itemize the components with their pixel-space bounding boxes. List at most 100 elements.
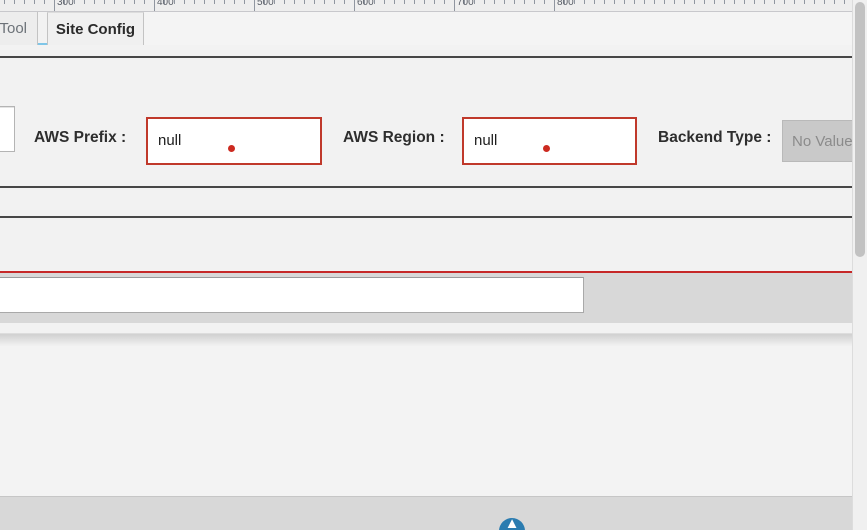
- ruler-minor-tick: [474, 0, 475, 4]
- tab-query-tool-label: y Tool: [0, 20, 27, 37]
- ruler-minor-tick: [124, 0, 125, 4]
- config-form-row: AWS Prefix : null AWS Region : null Back…: [0, 58, 867, 186]
- ruler-minor-tick: [174, 0, 175, 4]
- ruler-minor-tick: [524, 0, 525, 4]
- ruler-minor-tick: [404, 0, 405, 4]
- ruler-minor-tick: [314, 0, 315, 4]
- ruler-minor-tick: [834, 0, 835, 4]
- ruler-minor-tick: [674, 0, 675, 4]
- ruler-label: 400: [157, 0, 174, 8]
- ruler-minor-tick: [484, 0, 485, 4]
- ruler-minor-tick: [374, 0, 375, 4]
- ruler-minor-tick: [564, 0, 565, 4]
- ruler-minor-tick: [794, 0, 795, 4]
- ruler-minor-tick: [104, 0, 105, 4]
- ruler-minor-tick: [134, 0, 135, 4]
- ruler-minor-tick: [734, 0, 735, 4]
- ruler-minor-tick: [294, 0, 295, 4]
- ruler-minor-tick: [264, 0, 265, 4]
- vertical-scrollbar-thumb[interactable]: [855, 2, 865, 257]
- ruler-label: 700: [457, 0, 474, 8]
- left-truncated-input[interactable]: [0, 106, 15, 152]
- ruler-minor-tick: [184, 0, 185, 4]
- up-arrow-glyph: ▲: [504, 518, 520, 530]
- ruler-minor-tick: [324, 0, 325, 4]
- aws-prefix-error-dot: [228, 145, 235, 152]
- aws-region-input[interactable]: null: [462, 117, 637, 165]
- aws-prefix-label: AWS Prefix :: [34, 129, 127, 146]
- ruler-minor-tick: [214, 0, 215, 4]
- ruler-minor-tick: [804, 0, 805, 4]
- ruler-minor-tick: [464, 0, 465, 4]
- tab-site-config-label: Site Config: [55, 20, 136, 38]
- tab-bar: y Tool Site Config: [0, 12, 852, 45]
- ruler-major-tick: [254, 0, 255, 11]
- ruler-minor-tick: [234, 0, 235, 4]
- ruler-minor-tick: [364, 0, 365, 4]
- vertical-scrollbar[interactable]: [852, 0, 867, 530]
- ruler-major-tick: [354, 0, 355, 11]
- ruler-minor-tick: [714, 0, 715, 4]
- ruler-minor-tick: [774, 0, 775, 4]
- ruler-minor-tick: [684, 0, 685, 4]
- ruler-minor-tick: [614, 0, 615, 4]
- tab-site-config[interactable]: Site Config: [47, 12, 144, 45]
- status-bar: [0, 496, 867, 530]
- ruler-minor-tick: [244, 0, 245, 4]
- ruler-minor-tick: [164, 0, 165, 4]
- ruler-minor-tick: [434, 0, 435, 4]
- ruler-minor-tick: [844, 0, 845, 4]
- ruler-minor-tick: [544, 0, 545, 4]
- tab-query-tool[interactable]: y Tool: [0, 12, 38, 45]
- aws-region-error-dot: [543, 145, 550, 152]
- ruler-major-tick: [454, 0, 455, 11]
- ruler-minor-tick: [574, 0, 575, 4]
- ruler-minor-tick: [604, 0, 605, 4]
- ruler-minor-tick: [824, 0, 825, 4]
- ruler-label: 500: [257, 0, 274, 8]
- ruler-minor-tick: [284, 0, 285, 4]
- ruler-minor-tick: [444, 0, 445, 4]
- ruler-minor-tick: [584, 0, 585, 4]
- ruler-minor-tick: [34, 0, 35, 4]
- ruler-minor-tick: [44, 0, 45, 4]
- ruler-minor-tick: [384, 0, 385, 4]
- empty-content-area: [0, 346, 852, 496]
- wide-text-input[interactable]: [0, 277, 584, 313]
- ruler-minor-tick: [4, 0, 5, 4]
- ruler-minor-tick: [514, 0, 515, 4]
- aws-region-value: null: [474, 132, 498, 149]
- band-section-2: [0, 218, 852, 271]
- ruler-label: 800: [557, 0, 574, 8]
- ruler-minor-tick: [654, 0, 655, 4]
- divider-section-1: [0, 186, 852, 188]
- ruler-minor-tick: [754, 0, 755, 4]
- tab-bar-empty-area: [144, 12, 852, 45]
- ruler-minor-tick: [64, 0, 65, 4]
- ruler-minor-tick: [224, 0, 225, 4]
- divider-section-2: [0, 216, 852, 218]
- ruler-minor-tick: [644, 0, 645, 4]
- ruler-major-tick: [154, 0, 155, 11]
- ruler-minor-tick: [534, 0, 535, 4]
- ruler-minor-tick: [414, 0, 415, 4]
- ruler-minor-tick: [724, 0, 725, 4]
- ruler-minor-tick: [194, 0, 195, 4]
- ruler-minor-tick: [704, 0, 705, 4]
- ruler-minor-tick: [424, 0, 425, 4]
- ruler-minor-tick: [344, 0, 345, 4]
- ruler-minor-tick: [744, 0, 745, 4]
- ruler-minor-tick: [74, 0, 75, 4]
- backend-type-value: No Value: [792, 132, 853, 150]
- aws-prefix-value: null: [158, 132, 182, 149]
- panel-drop-shadow: [0, 334, 852, 346]
- ruler-label: 300: [57, 0, 74, 8]
- ruler-major-tick: [54, 0, 55, 11]
- up-arrow-circle-icon[interactable]: ▲: [499, 518, 525, 530]
- ruler-minor-tick: [144, 0, 145, 4]
- ruler-minor-tick: [764, 0, 765, 4]
- ruler-minor-tick: [394, 0, 395, 4]
- ruler-minor-tick: [204, 0, 205, 4]
- aws-prefix-input[interactable]: null: [146, 117, 322, 165]
